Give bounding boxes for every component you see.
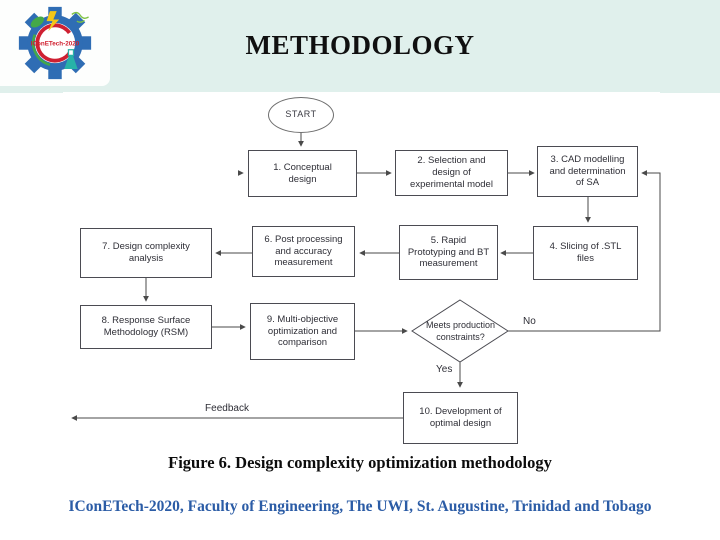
lightning-icon <box>46 11 60 32</box>
decision-node-label: Meets production constraints? <box>425 319 496 342</box>
flow-node-9-multi-objective: 9. Multi-objective optimization and comp… <box>250 303 355 360</box>
flow-node-1-conceptual-design: 1. Conceptual design <box>248 150 357 197</box>
flow-node-3-cad-modelling: 3. CAD modelling and determination of SA <box>537 146 638 197</box>
flow-node-5-rapid-prototyping: 5. Rapid Prototyping and BT measurement <box>399 225 498 280</box>
page-title: METHODOLOGY <box>245 30 475 60</box>
figure-caption: Figure 6. Design complexity optimization… <box>168 453 552 472</box>
branch-label-no: No <box>523 316 536 327</box>
flow-node-2-experimental-model: 2. Selection and design of experimental … <box>395 150 508 196</box>
green-arc <box>32 34 51 67</box>
gear-logo-icon: IConETech-2020 <box>18 6 92 80</box>
feedback-label: Feedback <box>205 403 249 414</box>
flow-node-start: START <box>268 97 334 133</box>
leaf-icon <box>30 16 45 28</box>
flow-node-4-slicing-stl: 4. Slicing of .STL files <box>533 226 638 280</box>
branch-label-yes: Yes <box>436 364 453 375</box>
header-band <box>0 0 720 93</box>
flow-node-6-post-processing: 6. Post processing and accuracy measurem… <box>252 226 355 277</box>
footer-credit: IConETech-2020, Faculty of Engineering, … <box>68 498 652 515</box>
logo-text: IConETech-2020 <box>31 41 80 48</box>
neuron-squiggle <box>71 11 89 23</box>
flow-node-10-optimal-design: 10. Development of optimal design <box>403 392 518 444</box>
gear-center <box>34 22 76 64</box>
flow-node-7-design-complexity: 7. Design complexity analysis <box>80 228 212 278</box>
flask-icon <box>64 54 78 70</box>
conference-logo: IConETech-2020 <box>0 0 110 86</box>
flow-node-8-rsm: 8. Response Surface Methodology (RSM) <box>80 305 212 349</box>
